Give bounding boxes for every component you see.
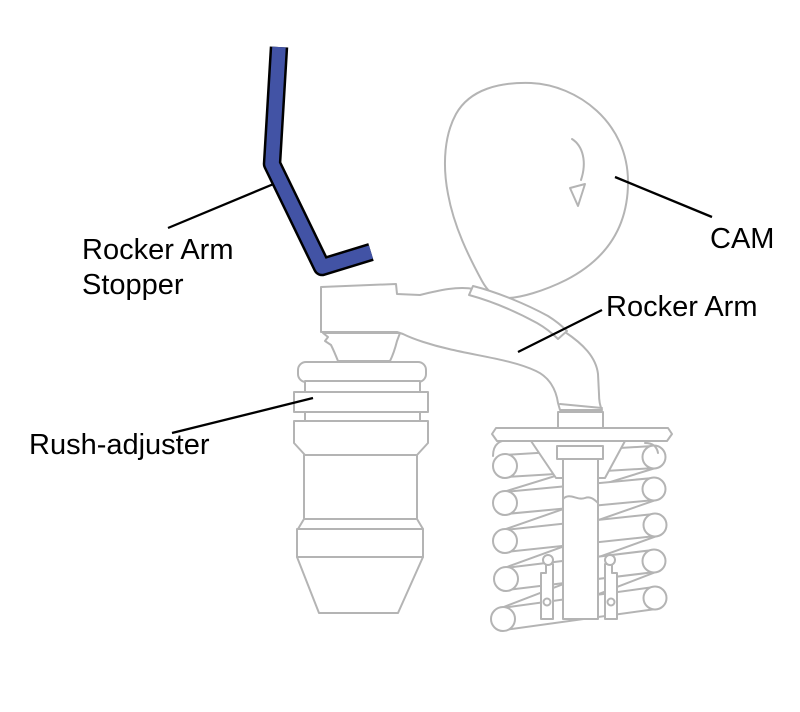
valve-guide-left xyxy=(540,563,554,620)
adjuster-cap xyxy=(297,361,427,383)
guide-dot-left xyxy=(542,597,552,607)
spring-coil-end xyxy=(492,453,518,479)
cam-rotation-arrow xyxy=(571,138,585,181)
rocker-arm-stopper-shape xyxy=(262,46,374,277)
stem-collar xyxy=(556,445,604,460)
spring-coil-end xyxy=(641,444,667,470)
adjuster-tapered-tip xyxy=(296,556,424,614)
valve-assembly-shape xyxy=(490,411,673,632)
leader-lines xyxy=(167,175,713,435)
rush-adjuster-label: Rush-adjuster xyxy=(29,429,210,461)
spring-coil-end xyxy=(641,548,667,574)
rocker-arm-stopper-label-line1: Rocker Arm xyxy=(82,234,234,266)
spring-top-curl-right xyxy=(644,442,659,454)
adjuster-ring-2 xyxy=(293,420,429,456)
adjuster-ring-1 xyxy=(293,391,429,413)
valve-guide-right xyxy=(604,563,618,620)
cam-rotation-arrowhead xyxy=(569,183,586,207)
rocker-arm-stopper-label-line2: Stopper xyxy=(82,269,184,301)
pivot-neck xyxy=(322,332,401,362)
spring-coil-end xyxy=(492,528,518,554)
cam-lobe-outline xyxy=(444,81,629,300)
valve-stem xyxy=(562,449,599,620)
rush-adjuster-leader-line xyxy=(171,396,314,435)
adjuster-lower-band xyxy=(296,528,424,558)
stopper-rod-outline xyxy=(262,46,374,277)
spring-coil-end xyxy=(642,585,668,611)
rocker-foot-bevel xyxy=(559,403,603,409)
adjuster-body xyxy=(303,454,418,520)
stopper-rod xyxy=(265,46,373,274)
spring-coil-end xyxy=(641,476,667,502)
spring-retainer-plate xyxy=(491,427,673,442)
guide-seal-left xyxy=(542,554,554,566)
adjuster-flare xyxy=(297,518,424,530)
rocker-arm-leader-line xyxy=(517,308,603,354)
cam-leader-line xyxy=(614,175,713,219)
cam-shape xyxy=(444,81,629,300)
valve-tip-block xyxy=(557,411,604,430)
rocker-arm-shape xyxy=(320,283,603,411)
stopper-leader-line xyxy=(167,181,277,230)
rocker-arm-stopper-label: Rocker Arm Stopper xyxy=(82,233,233,303)
spring-coil-end xyxy=(493,566,519,592)
guide-dot-right xyxy=(606,597,616,607)
spring-coil-end xyxy=(492,490,518,516)
rocker-arm-label: Rocker Arm xyxy=(606,291,758,323)
cam-follower-pad xyxy=(468,285,568,340)
adjuster-band-2 xyxy=(304,411,421,422)
cam-label: CAM xyxy=(710,223,775,255)
rush-adjuster-shape xyxy=(293,332,429,614)
spring-coil-end xyxy=(642,512,668,538)
guide-seal-right xyxy=(604,554,616,566)
stem-break-line xyxy=(562,495,599,504)
spring-coil-end xyxy=(490,606,516,632)
adjuster-band-1 xyxy=(304,380,421,393)
